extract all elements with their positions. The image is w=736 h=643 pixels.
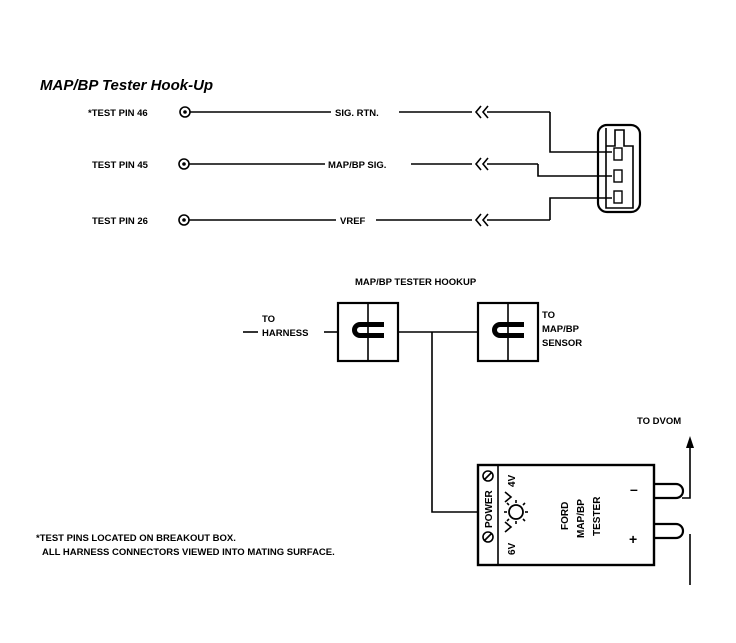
sensor-label-line1: TO [542, 310, 555, 321]
diagram-title: MAP/BP Tester Hook-Up [40, 77, 213, 94]
voltage-6v-label: 6V [507, 542, 518, 555]
plus-terminal-label: + [629, 531, 637, 547]
pin-label: TEST PIN 26 [92, 216, 148, 227]
power-indicator-icon [482, 531, 494, 543]
tester-name-line2: MAP/BP [576, 499, 587, 538]
sensor-side-connector-icon [476, 301, 540, 363]
power-switch-icon [482, 470, 494, 482]
wire-label: SIG. RTN. [335, 108, 379, 119]
hookup-title: MAP/BP TESTER HOOKUP [355, 277, 477, 288]
pin-row-46: *TEST PIN 46 SIG. RTN. [88, 105, 612, 153]
connector-chevron-icon [474, 157, 489, 171]
voltage-selector-knob-icon [504, 500, 528, 524]
harness-label-line2: HARNESS [262, 328, 308, 339]
pin-label: *TEST PIN 46 [88, 108, 148, 119]
connector-chevron-icon [474, 213, 489, 227]
pin-row-45: TEST PIN 45 MAP/BP SIG. [92, 157, 612, 177]
footnote-line1: *TEST PINS LOCATED ON BREAKOUT BOX. [36, 533, 236, 544]
minus-lead-icon [654, 482, 685, 500]
minus-terminal-label: – [630, 481, 638, 497]
dvom-arrow-icon [686, 436, 694, 448]
tester-name-line1: FORD [560, 502, 571, 530]
pin-label: TEST PIN 45 [92, 160, 149, 171]
pin-terminal-icon [178, 158, 190, 170]
harness-label-line1: TO [262, 314, 275, 325]
pin-row-26: TEST PIN 26 VREF [92, 197, 612, 227]
wire-label: VREF [340, 216, 366, 227]
pin-terminal-icon [179, 106, 191, 118]
dvom-label: TO DVOM [637, 416, 681, 427]
pin-terminal-icon [178, 214, 190, 226]
sensor-connector-icon [596, 123, 642, 214]
tester-name-line3: TESTER [592, 496, 603, 536]
wire-label: MAP/BP SIG. [328, 160, 386, 171]
map-bp-tester: POWER 4V 6V FORD MAP/BP TESTER – + [476, 463, 656, 567]
harness-connector-icon [336, 301, 400, 363]
sensor-label-line2: MAP/BP [542, 324, 580, 335]
plus-lead-icon [654, 522, 685, 540]
sensor-label-line3: SENSOR [542, 338, 582, 349]
voltage-4v-label: 4V [507, 474, 518, 487]
power-label: POWER [484, 489, 495, 528]
connector-chevron-icon [474, 105, 489, 119]
footnote-line2: ALL HARNESS CONNECTORS VIEWED INTO MATIN… [42, 547, 335, 558]
